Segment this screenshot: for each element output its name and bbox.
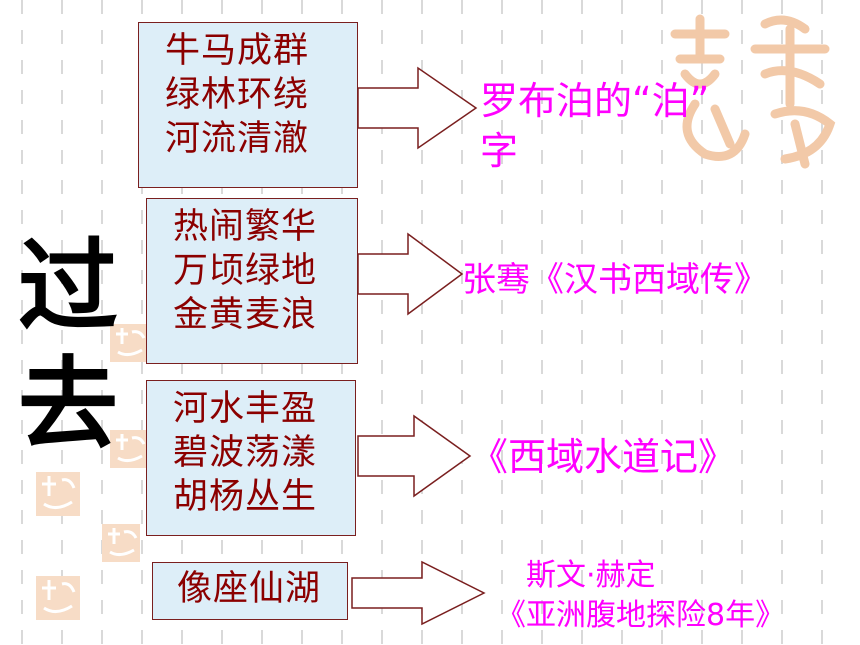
source-caption-3: 《西域水道记》 — [470, 432, 736, 482]
arrow-4 — [351, 560, 486, 626]
source-caption-1: 罗布泊的“泊” 字 — [480, 76, 709, 176]
arrow-3 — [357, 414, 472, 498]
box-line: 像座仙湖 — [177, 569, 322, 609]
caption-line: 罗布泊的“泊” — [480, 79, 710, 123]
description-box-3: 河水丰盈 碧波荡漾 胡杨丛生 — [146, 380, 356, 536]
caption-line: 斯文·赫定 — [526, 558, 656, 593]
title-char-2: 去 — [18, 346, 118, 463]
caption-line: 《亚洲腹地探险8年》 — [496, 598, 786, 633]
box-line: 热闹繁华 — [173, 207, 318, 247]
arrow-1 — [357, 66, 478, 150]
description-box-1: 牛马成群 绿林环绕 河流清澈 — [138, 22, 358, 188]
box-line: 河水丰盈 — [173, 389, 318, 429]
seal-logo-small-3 — [36, 472, 80, 516]
arrow-2 — [357, 232, 464, 316]
box-line: 金黄麦浪 — [173, 295, 318, 335]
seal-logo-small-4 — [102, 524, 140, 562]
title-char-1: 过 — [18, 228, 118, 345]
box-line: 胡杨丛生 — [173, 477, 318, 517]
description-box-4: 像座仙湖 — [152, 562, 348, 620]
box-line: 碧波荡漾 — [173, 433, 318, 473]
source-caption-4: 斯文·赫定 《亚洲腹地探险8年》 — [496, 556, 785, 636]
seal-logo-small-5 — [36, 576, 80, 620]
page-title: 过 去 — [18, 228, 138, 464]
seal-logo-small-1 — [110, 324, 148, 362]
description-box-2: 热闹繁华 万顷绿地 金黄麦浪 — [146, 198, 358, 364]
seal-logo-large — [670, 14, 836, 169]
seal-logo-small-2 — [110, 430, 148, 468]
caption-line: 《西域水道记》 — [470, 435, 737, 479]
box-line: 牛马成群 — [165, 31, 310, 71]
source-caption-2: 张骞《汉书西域传》 — [462, 258, 768, 302]
box-line: 河流清澈 — [165, 119, 310, 159]
caption-line: 张骞《汉书西域传》 — [462, 260, 768, 300]
box-line: 万顷绿地 — [173, 251, 318, 291]
caption-line: 字 — [480, 129, 519, 173]
box-line: 绿林环绕 — [165, 75, 310, 115]
